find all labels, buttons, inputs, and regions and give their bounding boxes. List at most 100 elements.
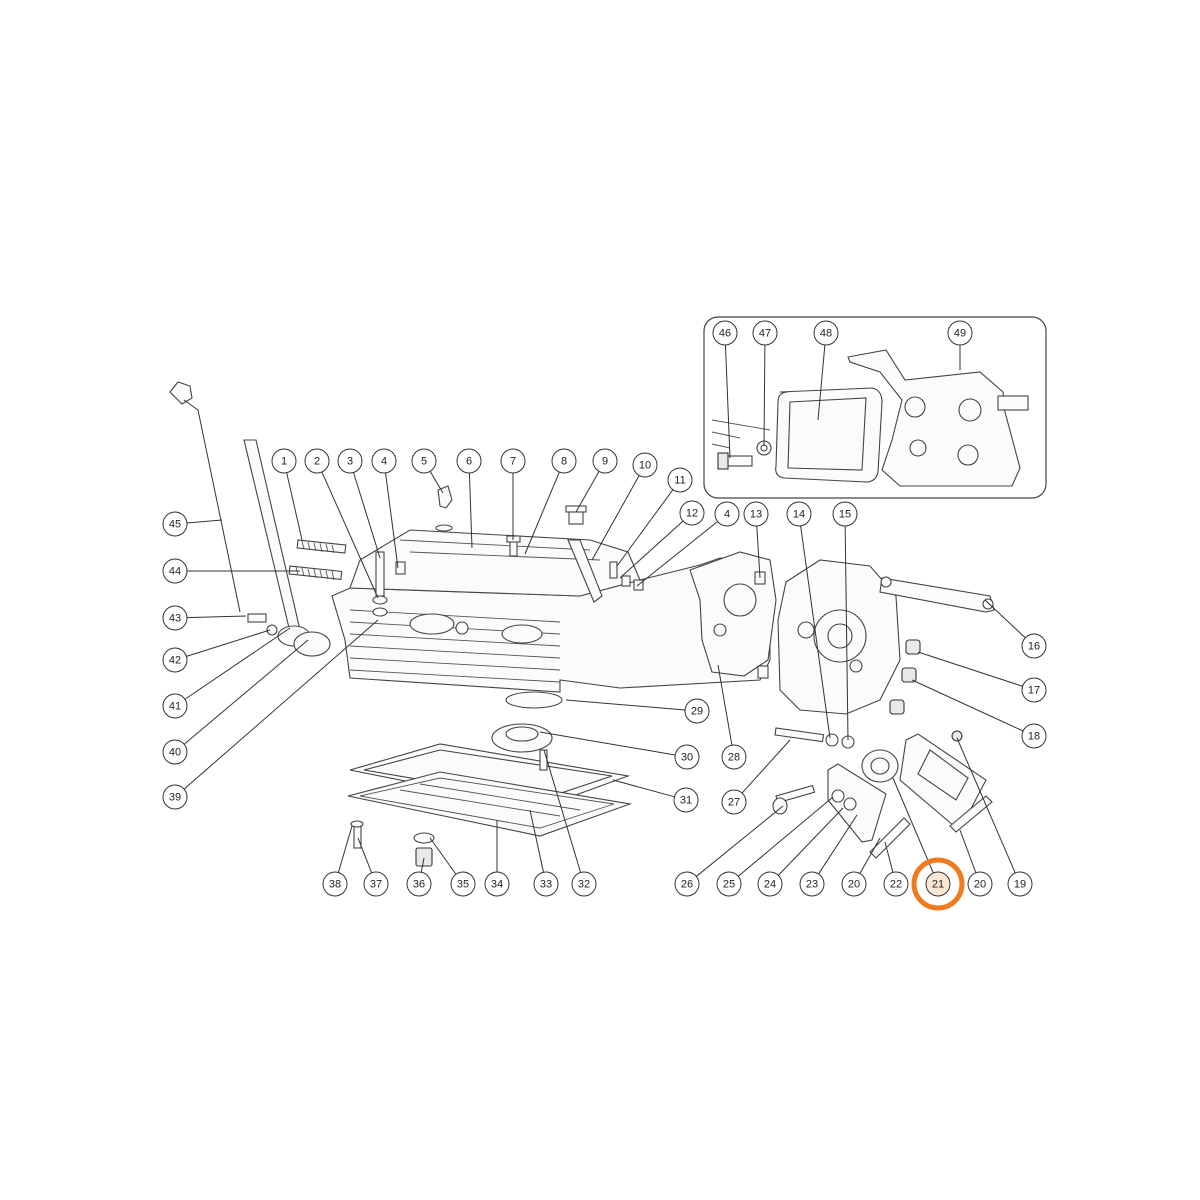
leader-line-c4 <box>385 472 399 569</box>
callout-number: 24 <box>764 879 776 891</box>
callout-c27: 27 <box>721 789 747 815</box>
leader-line-c38 <box>337 825 353 873</box>
leader-line-c47 <box>763 344 766 447</box>
leader-line-c14 <box>800 525 831 739</box>
callout-circle <box>743 501 769 527</box>
callout-circle <box>674 871 700 897</box>
callout-c13: 13 <box>743 501 769 527</box>
callout-c49: 49 <box>947 320 973 346</box>
callout-c4b: 4 <box>714 501 740 527</box>
callout-c14: 14 <box>786 501 812 527</box>
callout-circle <box>1021 633 1047 659</box>
pan-bolt <box>539 749 548 771</box>
callout-c30: 30 <box>674 744 700 770</box>
callout-number: 48 <box>820 328 832 340</box>
callout-circle <box>162 511 188 537</box>
callout-number: 47 <box>759 328 771 340</box>
callout-number: 16 <box>1028 641 1040 653</box>
callout-c39: 39 <box>162 784 188 810</box>
callout-circle <box>1007 871 1033 897</box>
callout-c34: 34 <box>484 871 510 897</box>
callout-c38: 38 <box>322 871 348 897</box>
leader-line-c28 <box>717 664 733 746</box>
leader-line-c45 <box>186 519 223 524</box>
callout-circle <box>337 448 363 474</box>
leader-line-c20b <box>959 829 977 873</box>
callout-c44: 44 <box>162 558 188 584</box>
callout-circle <box>162 558 188 584</box>
callout-c37: 37 <box>363 871 389 897</box>
engine-mount <box>772 730 993 859</box>
leader-line-c3 <box>353 472 381 559</box>
callout-c18: 18 <box>1021 723 1047 749</box>
callout-number: 45 <box>169 519 181 531</box>
callout-number: 18 <box>1028 731 1040 743</box>
leader-line-c46 <box>724 344 731 459</box>
callout-number: 37 <box>370 879 382 891</box>
callout-circle <box>799 871 825 897</box>
callout-number: 3 <box>347 456 353 468</box>
callout-c1: 1 <box>271 448 297 474</box>
callout-circle <box>162 647 188 673</box>
callout-c15: 15 <box>832 501 858 527</box>
leader-line-c39 <box>183 619 379 790</box>
leader-line-c31 <box>612 779 675 798</box>
callout-number: 7 <box>510 456 516 468</box>
leader-line-c33 <box>529 809 544 873</box>
callout-circle <box>571 871 597 897</box>
leader-line-c6 <box>468 472 473 549</box>
callout-number: 19 <box>1014 879 1026 891</box>
callout-number: 22 <box>890 879 902 891</box>
crankcase <box>331 529 901 715</box>
leader-line-c26 <box>695 805 784 877</box>
callout-c32: 32 <box>571 871 597 897</box>
strap <box>879 577 995 613</box>
leader-line-c32 <box>543 749 582 873</box>
callout-c16: 16 <box>1021 633 1047 659</box>
leader-line-c17 <box>917 651 1023 687</box>
callout-number: 40 <box>169 747 181 759</box>
callout-c41: 41 <box>162 693 188 719</box>
callout-circle <box>371 448 397 474</box>
callout-number: 13 <box>750 509 762 521</box>
callout-c31: 31 <box>673 787 699 813</box>
leader-line-c13 <box>756 525 761 579</box>
callout-number: 32 <box>578 879 590 891</box>
callout-number: 39 <box>169 792 181 804</box>
callout-number: 38 <box>329 879 341 891</box>
callout-number: 8 <box>561 456 567 468</box>
callout-c17: 17 <box>1021 677 1047 703</box>
callout-circle <box>925 871 951 897</box>
leader-line-c19 <box>956 737 1016 874</box>
callout-number: 11 <box>674 475 685 487</box>
callout-circle <box>714 501 740 527</box>
leader-line-c24 <box>777 807 844 876</box>
callout-number: 27 <box>728 797 740 809</box>
callout-number: 9 <box>602 456 608 468</box>
callout-number: 25 <box>723 879 735 891</box>
callout-number: 31 <box>680 795 692 807</box>
callout-number: 28 <box>728 752 740 764</box>
leader-line-c12 <box>619 520 684 579</box>
callout-number: 10 <box>639 460 651 472</box>
callout-circle <box>162 739 188 765</box>
callout-circle <box>967 871 993 897</box>
callout-circle <box>757 871 783 897</box>
leader-line-c18 <box>911 679 1024 732</box>
callout-number: 21 <box>932 879 944 891</box>
callout-circle <box>667 467 693 493</box>
callout-number: 20 <box>974 879 986 891</box>
callout-number: 35 <box>457 879 469 891</box>
callout-circle <box>162 693 188 719</box>
leader-line-c35 <box>429 837 457 875</box>
leader-line-c1 <box>286 472 303 541</box>
callout-number: 1 <box>281 456 287 468</box>
callout-number: 4 <box>381 456 387 468</box>
inset-detail <box>703 316 1047 499</box>
leader-line-c9 <box>575 471 600 513</box>
callout-number: 36 <box>413 879 425 891</box>
callout-c11: 11 <box>667 467 693 493</box>
callout-circle <box>679 500 705 526</box>
